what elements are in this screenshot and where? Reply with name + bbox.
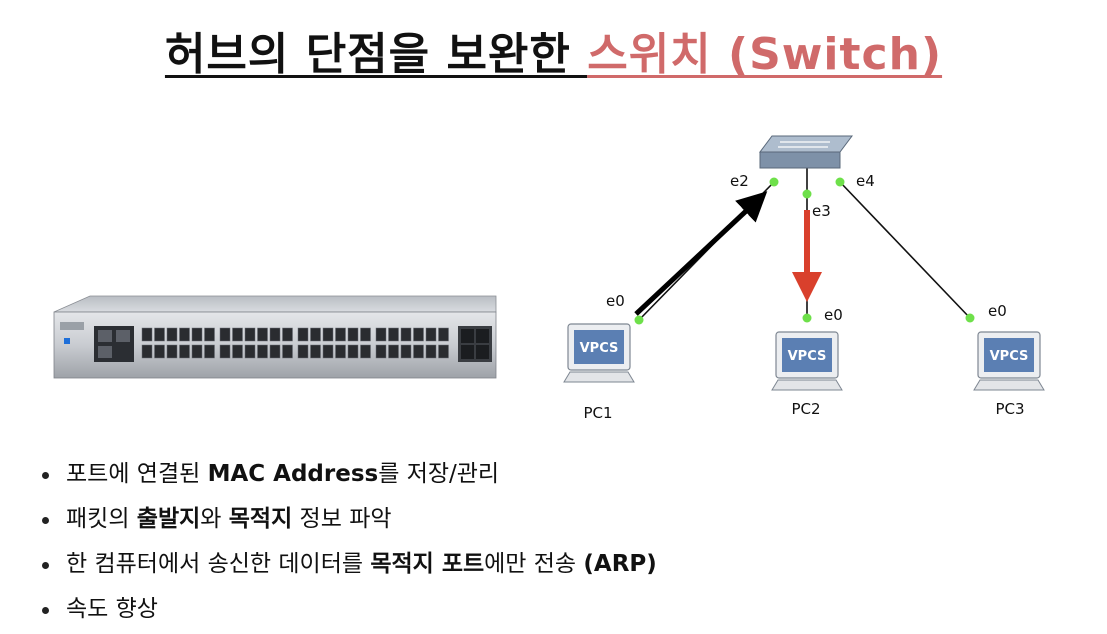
rj45-port — [232, 344, 243, 359]
rj45-port — [400, 344, 412, 359]
feature-text-bold: 목적지 포트 — [370, 551, 485, 577]
port-dot-pc2 — [802, 313, 812, 323]
port-dot-pc1 — [634, 315, 644, 325]
pc3-icon: VPCS — [973, 331, 1045, 391]
feature-text-bold: (ARP) — [583, 551, 657, 577]
rj45-port — [179, 344, 190, 359]
rj45-port — [322, 327, 334, 342]
rj45-port — [425, 327, 437, 342]
rj45-port — [310, 327, 321, 342]
rj45-port — [282, 344, 293, 359]
feature-text: 를 저장/관리 — [378, 461, 500, 487]
port-label-e4: e4 — [856, 172, 875, 190]
feature-item: 한 컴퓨터에서 송신한 데이터를 목적지 포트에만 전송 (ARP) — [42, 542, 657, 587]
feature-text: 와 — [200, 506, 229, 532]
feature-text: 포트에 연결된 — [66, 461, 208, 487]
link-e4-pc3 — [839, 181, 971, 319]
feature-text: 속도 향상 — [66, 596, 158, 622]
pc3-name: PC3 — [995, 400, 1024, 418]
rj45-port — [244, 327, 256, 342]
pc1-name: PC1 — [583, 404, 612, 422]
switch-hardware-image — [53, 295, 497, 379]
port-label-e3: e3 — [812, 202, 831, 220]
port-label-pc1-e0: e0 — [606, 292, 625, 310]
rj45-port — [375, 344, 387, 359]
title-accent: 스위치 (Switch) — [587, 29, 943, 80]
port-dot-e3 — [802, 189, 812, 199]
rj45-port — [347, 327, 359, 342]
rj45-port — [166, 327, 178, 342]
rj45-port — [141, 327, 153, 342]
rj45-port — [257, 344, 268, 359]
rj45-port — [400, 327, 412, 342]
rj45-port — [335, 344, 346, 359]
rj45-port — [232, 327, 243, 342]
rj45-port — [335, 327, 346, 342]
pc2-icon: VPCS — [771, 331, 843, 391]
feature-text: 패킷의 — [66, 506, 137, 532]
rj45-port — [297, 327, 309, 342]
feature-item: 포트에 연결된 MAC Address를 저장/관리 — [42, 452, 657, 497]
rj45-port — [219, 344, 231, 359]
switch-icon — [759, 135, 853, 169]
port-label-pc3-e0: e0 — [988, 302, 1007, 320]
rj45-port — [297, 344, 309, 359]
rj45-port — [425, 344, 437, 359]
pc1-badge: VPCS — [580, 341, 619, 356]
title-main: 허브의 단점을 보완한 — [164, 29, 588, 80]
rj45-port — [388, 327, 399, 342]
port-label-e2: e2 — [730, 172, 749, 190]
rj45-port — [257, 327, 268, 342]
rj45-port — [438, 344, 449, 359]
feature-text: 정보 파악 — [292, 506, 392, 532]
page-title: 허브의 단점을 보완한 스위치 (Switch) — [0, 18, 1107, 82]
rj45-port — [191, 327, 203, 342]
rj45-port — [322, 344, 334, 359]
port-dot-e2 — [769, 177, 779, 187]
rj45-port — [413, 327, 424, 342]
rj45-port — [375, 327, 387, 342]
feature-text: 에만 전송 — [484, 551, 584, 577]
feature-text-bold: 목적지 — [228, 506, 293, 532]
rj45-port — [438, 327, 449, 342]
switch-port-grid — [141, 327, 449, 359]
rj45-port — [154, 344, 165, 359]
feature-text: 한 컴퓨터에서 송신한 데이터를 — [66, 551, 371, 577]
rj45-port — [310, 344, 321, 359]
network-topology-diagram: e2 e3 e4 e0 e0 e0 VPCS VPCS VPCS PC1 PC2… — [563, 135, 1045, 422]
rj45-port — [204, 344, 215, 359]
rj45-port — [166, 344, 178, 359]
rj45-port — [219, 327, 231, 342]
rj45-port — [413, 344, 424, 359]
rj45-port — [154, 327, 165, 342]
port-dot-e4 — [835, 177, 845, 187]
pc1-icon: VPCS — [563, 323, 635, 383]
pc3-badge: VPCS — [990, 349, 1029, 364]
rj45-port — [141, 344, 153, 359]
rj45-port — [360, 344, 371, 359]
arrow-pc1-to-switch — [634, 191, 768, 316]
feature-item: 속도 향상 — [42, 587, 657, 632]
rj45-port — [360, 327, 371, 342]
port-label-pc2-e0: e0 — [824, 306, 843, 324]
feature-text-bold: MAC Address — [207, 461, 379, 487]
rj45-port — [204, 327, 215, 342]
feature-item: 패킷의 출발지와 목적지 정보 파악 — [42, 497, 657, 542]
pc2-badge: VPCS — [788, 349, 827, 364]
pc2-name: PC2 — [791, 400, 820, 418]
rj45-port — [269, 327, 281, 342]
rj45-port — [244, 344, 256, 359]
rj45-port — [388, 344, 399, 359]
rj45-port — [282, 327, 293, 342]
rj45-port — [347, 344, 359, 359]
rj45-port — [191, 344, 203, 359]
rj45-port — [179, 327, 190, 342]
port-dot-pc3 — [965, 313, 975, 323]
rj45-port — [269, 344, 281, 359]
feature-text-bold: 출발지 — [136, 506, 201, 532]
